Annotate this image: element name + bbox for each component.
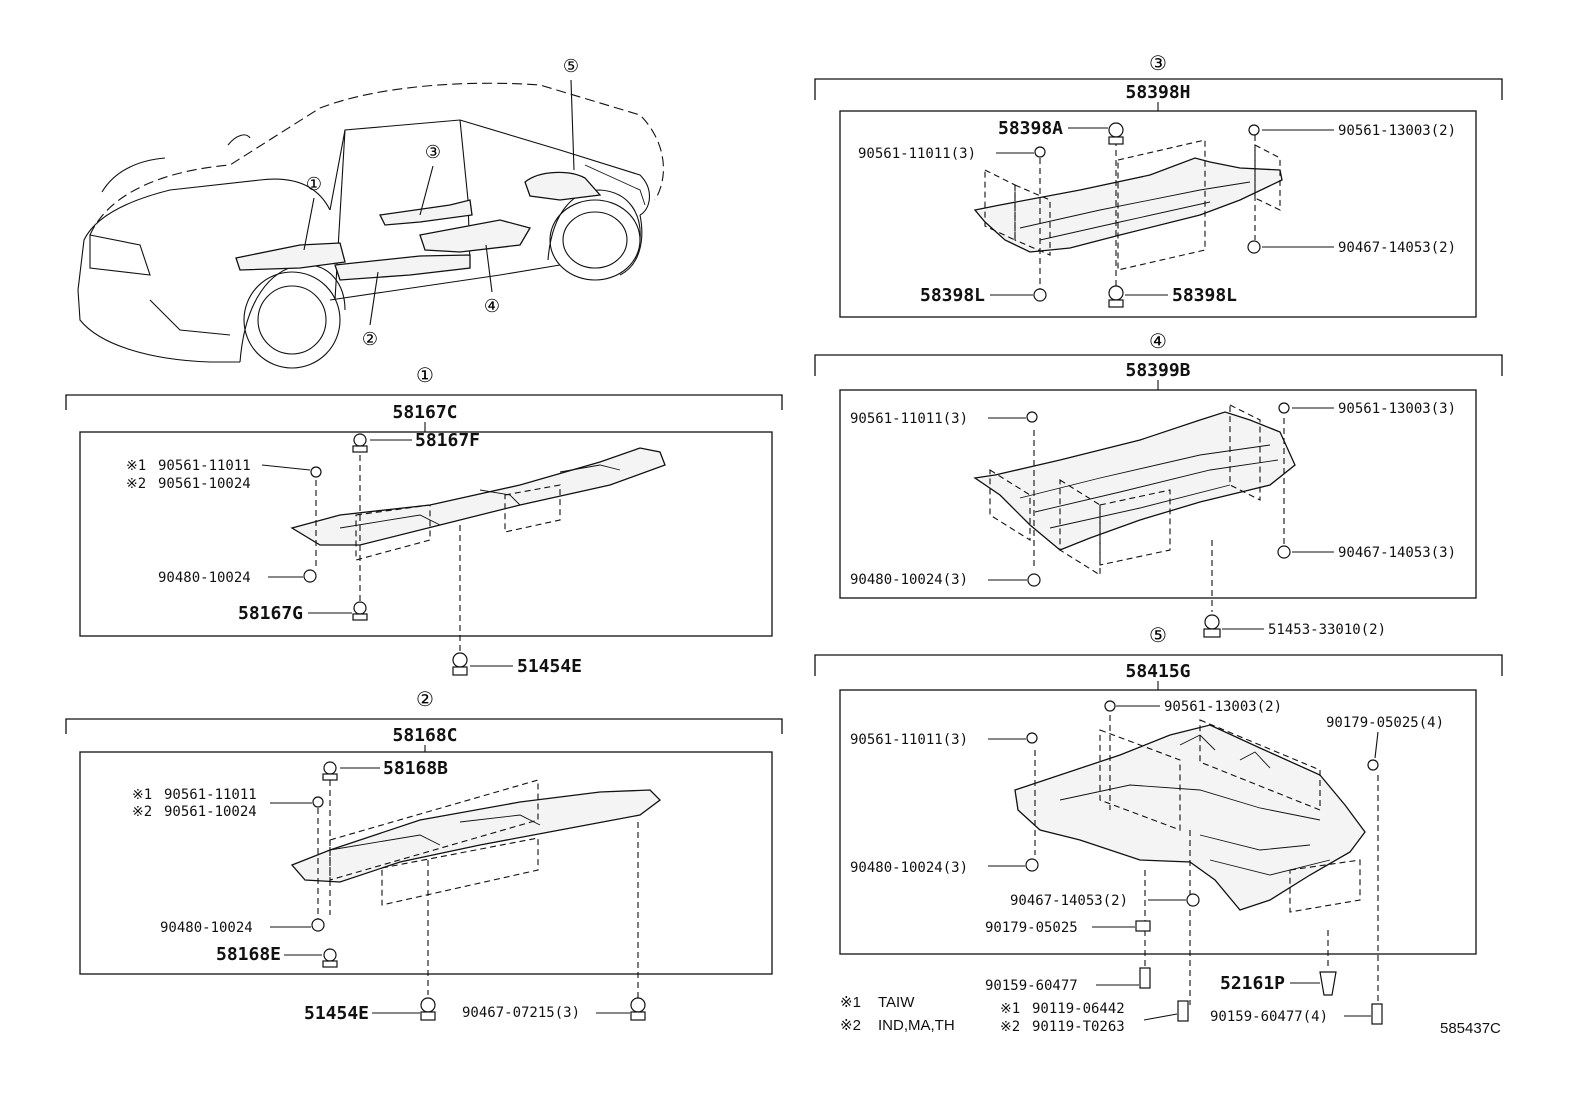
part-90561-11011d: 90561-11011(3) bbox=[850, 411, 968, 427]
section-2-number: ② bbox=[416, 689, 434, 711]
section-1-frame bbox=[79, 431, 773, 637]
part-51454E: 51454E bbox=[517, 656, 582, 677]
callout-4: ④ bbox=[484, 296, 500, 316]
part-51454E-b: 51454E bbox=[304, 1003, 369, 1024]
note-mark-1b: ※1 bbox=[132, 787, 152, 803]
section-5: ⑤ 58415G 90561-13003(2) 90179-05025(4) bbox=[814, 625, 1503, 1035]
vehicle-overview bbox=[77, 79, 664, 369]
part-90480-10024d: 90480-10024(3) bbox=[850, 860, 968, 876]
part-90561-10024b: 90561-10024 bbox=[164, 804, 257, 820]
section-1-assembly: 58167C bbox=[392, 402, 457, 423]
note-mark-1: ※1 bbox=[126, 458, 146, 474]
part-90561-11011c: 90561-11011(3) bbox=[858, 146, 976, 162]
part-90179-05025-4: 90179-05025(4) bbox=[1326, 715, 1444, 731]
part-90561-11011e: 90561-11011(3) bbox=[850, 732, 968, 748]
part-51453-33010: 51453-33010(2) bbox=[1268, 622, 1386, 638]
part-90159-60477: 90159-60477 bbox=[985, 978, 1078, 994]
section-4-number: ④ bbox=[1149, 331, 1167, 353]
footnote-text-2: IND,MA,TH bbox=[878, 1017, 955, 1034]
note-mark-2b: ※2 bbox=[132, 804, 152, 820]
section-2: ② 58168C 58168B ※1 90561-11011 ※2 90561-… bbox=[65, 689, 783, 1024]
part-58167G: 58167G bbox=[238, 603, 303, 624]
part-90480-10024b: 90480-10024 bbox=[160, 920, 253, 936]
engine-under-cover-1 bbox=[290, 447, 666, 546]
part-90159-60477-4: 90159-60477(4) bbox=[1210, 1009, 1328, 1025]
footnote-mark-2: ※2 bbox=[840, 1017, 861, 1034]
section-5-assembly: 58415G bbox=[1125, 661, 1190, 682]
part-90561-11011: 90561-11011 bbox=[158, 458, 251, 474]
part-90561-13003a: 90561-13003(2) bbox=[1338, 123, 1456, 139]
part-90467-07215: 90467-07215(3) bbox=[462, 1005, 580, 1021]
footnote-text-1: TAIW bbox=[878, 994, 915, 1011]
engine-under-cover-2 bbox=[290, 789, 661, 883]
part-58168E: 58168E bbox=[216, 944, 281, 965]
part-90561-11011b: 90561-11011 bbox=[164, 787, 257, 803]
diagram-id: 585437C bbox=[1440, 1020, 1501, 1037]
part-58167F: 58167F bbox=[415, 430, 480, 451]
part-90561-10024: 90561-10024 bbox=[158, 476, 251, 492]
callout-3: ③ bbox=[425, 142, 441, 162]
section-3-frame bbox=[839, 110, 1477, 318]
note-mark-2c: ※2 bbox=[1000, 1019, 1020, 1035]
floor-cover-4 bbox=[973, 411, 1296, 551]
overview-callouts: ① ② ③ ④ ⑤ bbox=[306, 56, 579, 349]
part-90480-10024: 90480-10024 bbox=[158, 570, 251, 586]
part-90480-10024c: 90480-10024(3) bbox=[850, 572, 968, 588]
part-58398L-left: 58398L bbox=[920, 285, 985, 306]
part-90467-14053a: 90467-14053(2) bbox=[1338, 240, 1456, 256]
floor-cover-3 bbox=[973, 157, 1283, 253]
section-4-assembly: 58399B bbox=[1125, 360, 1190, 381]
part-90119-T0263: 90119-T0263 bbox=[1032, 1019, 1125, 1035]
section-4-frame bbox=[839, 389, 1477, 599]
note-mark-1c: ※1 bbox=[1000, 1001, 1020, 1017]
section-3-number: ③ bbox=[1149, 53, 1167, 75]
callout-1: ① bbox=[306, 174, 322, 194]
note-mark-2: ※2 bbox=[126, 476, 146, 492]
section-5-number: ⑤ bbox=[1149, 625, 1167, 647]
callout-5: ⑤ bbox=[563, 56, 579, 76]
section-1-number: ① bbox=[416, 365, 434, 387]
part-58398A: 58398A bbox=[998, 118, 1063, 139]
part-90119-06442: 90119-06442 bbox=[1032, 1001, 1125, 1017]
callout-2: ② bbox=[362, 329, 378, 349]
section-4: ④ 58399B 90561-11011(3) 90561-13003(3) 9… bbox=[814, 331, 1503, 638]
part-90467-14053b: 90467-14053(3) bbox=[1338, 545, 1456, 561]
part-58168B: 58168B bbox=[383, 758, 448, 779]
part-52161P: 52161P bbox=[1220, 973, 1285, 994]
section-3-assembly: 58398H bbox=[1125, 82, 1190, 103]
part-90561-13003b: 90561-13003(3) bbox=[1338, 401, 1456, 417]
footnote-mark-1: ※1 bbox=[840, 994, 861, 1011]
section-2-assembly: 58168C bbox=[392, 725, 457, 746]
section-2-frame bbox=[79, 751, 773, 975]
part-58398L-right: 58398L bbox=[1172, 285, 1237, 306]
section-3: ③ 58398H 58398A 90561-11011(3) 90561-130… bbox=[814, 53, 1503, 318]
section-5-frame bbox=[839, 689, 1477, 955]
part-90561-13003c: 90561-13003(2) bbox=[1164, 699, 1282, 715]
footnotes: ※1 TAIW ※2 IND,MA,TH bbox=[840, 994, 955, 1034]
part-90179-05025: 90179-05025 bbox=[985, 920, 1078, 936]
rear-under-cover-5 bbox=[1014, 724, 1366, 911]
section-1: ① 58167C 58167F ※1 90561-11011 ※2 90561-… bbox=[65, 365, 783, 677]
part-90467-14053c: 90467-14053(2) bbox=[1010, 893, 1128, 909]
